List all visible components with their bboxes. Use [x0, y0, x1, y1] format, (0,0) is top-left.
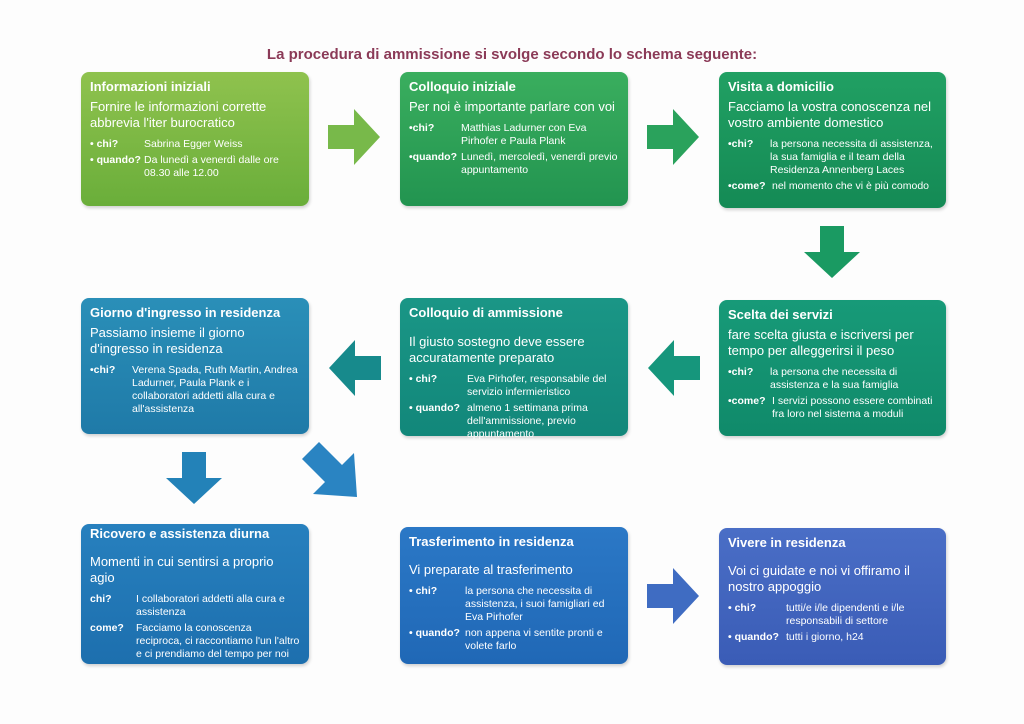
detail-key: •quando? — [409, 151, 457, 163]
step-giorno-ingresso: Giorno d'ingresso in residenza Passiamo … — [81, 298, 309, 434]
detail-value: non appena vi sentite pronti e volete fa… — [465, 627, 603, 652]
step-description: fare scelta giusta e iscriversi per temp… — [728, 327, 914, 358]
step-heading: Colloquio di ammissione — [409, 305, 563, 320]
detail-key: chi? — [90, 593, 112, 605]
step-trasferimento: Trasferimento in residenza Vi preparate … — [400, 527, 628, 664]
arrow-down-icon — [166, 452, 222, 504]
step-description: Il giusto sostegno deve essere accuratam… — [409, 334, 585, 365]
step-informazioni-iniziali: Informazioni iniziali Fornire le informa… — [81, 72, 309, 206]
detail-key: •come? — [728, 180, 766, 192]
step-heading: Giorno d'ingresso in residenza — [90, 305, 281, 320]
step-description: Passiamo insieme il giorno d'ingresso in… — [90, 325, 245, 356]
step-visita-a-domicilio: Visita a domicilio Facciamo la vostra co… — [719, 72, 946, 208]
detail-row-quando: • quando? non appena vi sentite pronti e… — [409, 627, 619, 653]
detail-value: Verena Spada, Ruth Martin, Andrea Ladurn… — [132, 364, 298, 415]
detail-row-quando: •quando? Lunedì, mercoledì, venerdì prev… — [409, 151, 619, 177]
detail-key: • chi? — [728, 602, 757, 614]
arrow-left-icon — [329, 340, 381, 396]
detail-value: la persona che necessita di assistenza e… — [770, 366, 899, 391]
detail-row-chi: • chi? tutti/e i/le dipendenti e i/le re… — [728, 602, 937, 628]
detail-key: • chi? — [90, 138, 119, 150]
detail-value: Lunedì, mercoledì, venerdì previo appunt… — [461, 151, 618, 176]
detail-row-chi: •chi? Matthias Ladurner con Eva Pirhofer… — [409, 122, 619, 148]
detail-value: Matthias Ladurner con Eva Pirhofer e Pau… — [461, 122, 587, 147]
detail-value: Eva Pirhofer, responsabile del servizio … — [467, 373, 607, 398]
step-description: Voi ci guidate e noi vi offiramo il nost… — [728, 563, 910, 594]
detail-key: •chi? — [728, 138, 754, 150]
step-description: Per noi è importante parlare con voi — [409, 99, 615, 114]
arrow-left-icon — [648, 340, 700, 396]
detail-row-chi: • chi? Eva Pirhofer, responsabile del se… — [409, 373, 619, 399]
detail-value: I servizi possono essere combinati fra l… — [772, 395, 933, 420]
detail-value: nel momento che vi è più comodo — [772, 180, 930, 192]
arrow-down-icon — [804, 226, 860, 278]
step-heading: Ricovero e assistenza diurna — [90, 526, 270, 541]
detail-row-come: come? Facciamo la conoscenza reciproca, … — [90, 622, 300, 661]
step-description: Vi preparate al trasferimento — [409, 562, 573, 577]
detail-row-chi: •chi? Verena Spada, Ruth Martin, Andrea … — [90, 364, 300, 416]
step-ricovero-assistenza: Ricovero e assistenza diurna Momenti in … — [81, 524, 309, 664]
arrow-right-icon — [647, 568, 699, 624]
detail-key: • chi? — [409, 373, 438, 385]
detail-value: Da lunedì a venerdì dalle ore 08.30 alle… — [144, 154, 279, 179]
detail-row-quando: • quando? tutti i giorno, h24 — [728, 631, 937, 644]
detail-row-chi: •chi? la persona che necessita di assist… — [728, 366, 937, 392]
step-description: Fornire le informazioni corrette abbrevi… — [90, 99, 267, 130]
detail-value: Facciamo la conoscenza reciproca, ci rac… — [136, 622, 300, 660]
step-vivere-in-residenza: Vivere in residenza Voi ci guidate e noi… — [719, 528, 946, 665]
detail-key: • quando? — [90, 154, 141, 166]
step-colloquio-ammissione: Colloquio di ammissione Il giusto sosteg… — [400, 298, 628, 440]
arrow-diagonal-icon — [302, 442, 357, 497]
detail-key: • quando? — [409, 627, 460, 639]
detail-row-quando: • quando? Da lunedì a venerdì dalle ore … — [90, 154, 300, 180]
step-heading: Vivere in residenza — [728, 535, 846, 550]
detail-key: • quando? — [728, 631, 779, 643]
detail-row-chi: chi? I collaboratori addetti alla cura e… — [90, 593, 300, 619]
diagram-title: La procedura di ammissione si svolge sec… — [266, 46, 758, 63]
detail-row-chi: • chi? la persona che necessita di assis… — [409, 585, 619, 624]
detail-value: tutti/e i/le dipendenti e i/le responsab… — [786, 602, 905, 627]
step-scelta-servizi: Scelta dei servizi fare scelta giusta e … — [719, 300, 946, 436]
detail-row-come: •come? I servizi possono essere combinat… — [728, 395, 937, 421]
detail-key: •chi? — [409, 122, 435, 134]
step-heading: Scelta dei servizi — [728, 307, 833, 322]
detail-row-chi: • chi? Sabrina Egger Weiss — [90, 138, 300, 151]
step-description: Momenti in cui sentirsi a proprio agio — [90, 554, 274, 585]
detail-value: I collaboratori addetti alla cura e assi… — [136, 593, 285, 618]
arrow-right-icon — [647, 109, 699, 165]
step-heading: Visita a domicilio — [728, 79, 834, 94]
detail-key: come? — [90, 622, 124, 634]
step-heading: Informazioni iniziali — [90, 79, 211, 94]
detail-value: Sabrina Egger Weiss — [144, 138, 243, 150]
arrow-right-icon — [328, 109, 380, 165]
detail-key: • quando? — [409, 402, 460, 414]
detail-row-come: •come? nel momento che vi è più comodo — [728, 180, 937, 193]
detail-value: tutti i giorno, h24 — [786, 631, 864, 643]
detail-value: almeno 1 settimana prima dell'ammissione… — [467, 402, 588, 440]
step-heading: Trasferimento in residenza — [409, 534, 574, 549]
detail-key: • chi? — [409, 585, 438, 597]
detail-row-chi: •chi? la persona necessita di assistenza… — [728, 138, 937, 177]
detail-row-quando: • quando? almeno 1 settimana prima dell'… — [409, 402, 619, 441]
step-heading: Colloquio iniziale — [409, 79, 516, 94]
detail-key: •chi? — [728, 366, 754, 378]
step-colloquio-iniziale: Colloquio iniziale Per noi è importante … — [400, 72, 628, 206]
detail-key: •come? — [728, 395, 766, 407]
step-description: Facciamo la vostra conoscenza nel vostro… — [728, 99, 932, 130]
detail-value: la persona necessita di assistenza, la s… — [770, 138, 933, 176]
detail-key: •chi? — [90, 364, 116, 376]
detail-value: la persona che necessita di assistenza, … — [465, 585, 605, 623]
